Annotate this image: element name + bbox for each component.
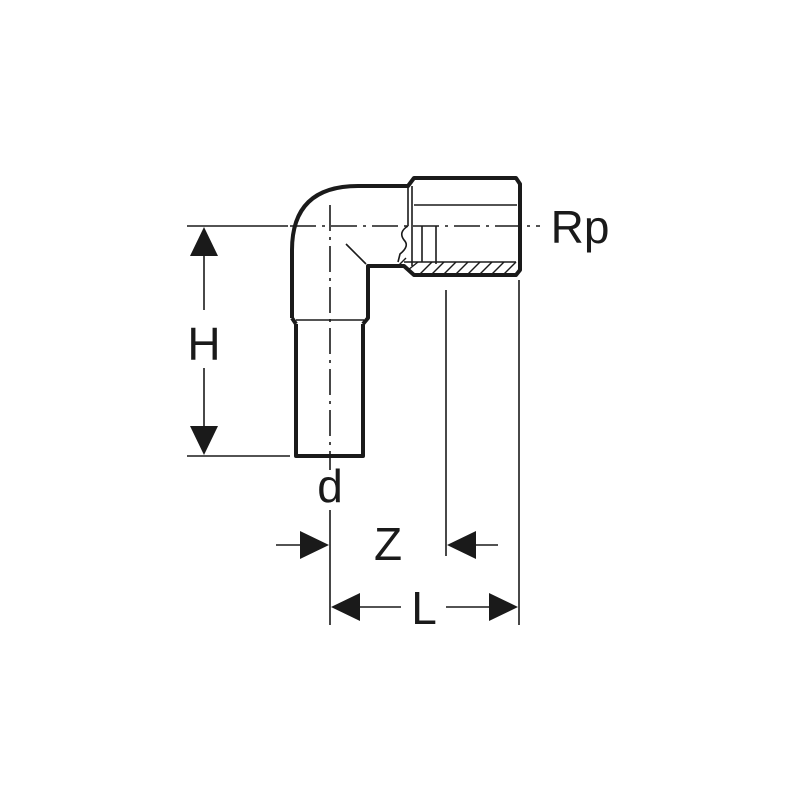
- pipe-spigot: [294, 324, 365, 458]
- arrow-left-icon: [447, 531, 476, 559]
- arrow-down-icon: [190, 426, 218, 455]
- arrow-left-icon: [331, 593, 360, 621]
- elbow-body: [290, 176, 522, 326]
- z-label: Z: [374, 518, 402, 570]
- thread-hatching: [397, 257, 517, 275]
- arrow-right-icon: [300, 531, 329, 559]
- rp-label: Rp: [551, 201, 610, 253]
- inner-bend-line: [345, 243, 367, 265]
- l-label: L: [411, 582, 437, 634]
- elbow-shoulder-left: [290, 316, 298, 326]
- arrow-right-icon: [489, 593, 518, 621]
- section-break-line: [397, 225, 409, 263]
- d-label: d: [317, 460, 343, 512]
- arrow-up-icon: [190, 227, 218, 256]
- h-label: H: [187, 318, 220, 370]
